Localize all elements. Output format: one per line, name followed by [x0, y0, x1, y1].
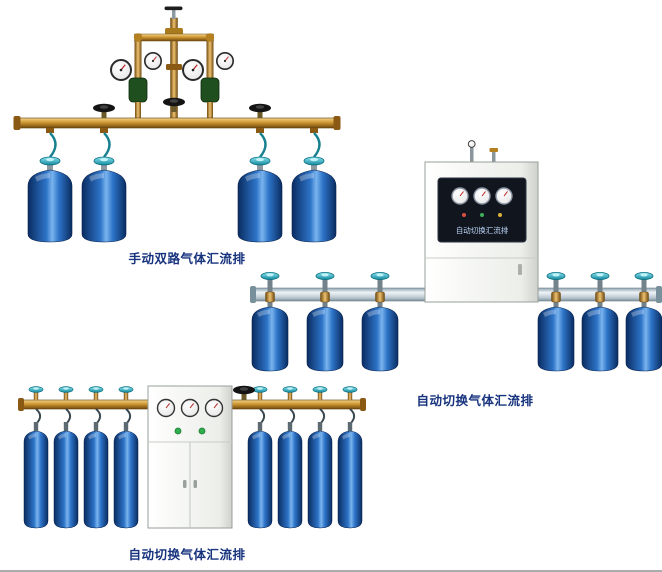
cabinet-door-handle: [183, 480, 187, 488]
auto-switching-manifold-illustration: 自动切换汇流排: [250, 140, 662, 372]
cylinder-valve-handwheel: [282, 386, 298, 401]
cylinder-valve-handwheel: [118, 386, 134, 401]
auto-switching-manifold-row-illustration: [18, 385, 366, 529]
cylinder-valve-handwheel: [58, 386, 74, 401]
cabinet-panel-label: 自动切换汇流排: [456, 225, 509, 235]
cabinet-door-handle: [518, 264, 522, 275]
gas-cylinder: [27, 156, 73, 243]
figure-caption: 自动切换气体汇流排: [416, 393, 534, 408]
gas-cylinder: [113, 421, 139, 529]
cylinder-drop-fittings: [46, 128, 321, 158]
manifold-header-pipe: [13, 116, 341, 130]
control-cabinet: [147, 385, 233, 529]
control-cabinet: 自动切换汇流排: [424, 161, 539, 303]
figure-caption: 自动切换气体汇流排: [128, 547, 246, 562]
cylinder-valve-handwheel: [88, 386, 104, 401]
gas-cylinder: [537, 271, 575, 372]
pigtail-hose: [313, 132, 321, 158]
cylinder-valve-handwheel: [342, 386, 358, 401]
mini-gauge: [467, 140, 476, 148]
cylinder-valve-handwheel: [312, 386, 328, 401]
shutoff-valve-handwheel: [163, 97, 185, 112]
page-bottom-rule: [0, 570, 662, 572]
shutoff-valve-handwheel: [249, 103, 271, 118]
gas-cylinder: [277, 421, 303, 529]
gas-cylinder: [251, 271, 289, 372]
gas-cylinder: [581, 271, 619, 372]
pressure-gauge: [215, 51, 235, 71]
gas-cylinder: [337, 421, 363, 529]
pressure-gauge: [110, 59, 132, 81]
shutoff-valve-handwheel: [233, 385, 255, 400]
cabinet-door-handle: [193, 480, 197, 488]
gas-cylinder: [361, 271, 399, 372]
indicator-light: [498, 213, 502, 217]
figure-auto-switching-manifold-row: 自动切换气体汇流排: [16, 376, 370, 563]
cylinder-valve-handwheel: [252, 386, 268, 401]
pressure-gauge: [182, 59, 204, 81]
pigtail-hose: [103, 132, 111, 158]
figure-manual-dual-manifold: 手动双路气体汇流排: [12, 6, 342, 267]
pressure-gauge: [143, 51, 163, 71]
manual-dual-manifold-illustration: [13, 6, 341, 243]
shutoff-valve-handwheel: [93, 103, 115, 118]
pigtail-hose: [259, 132, 267, 158]
gas-cylinder: [307, 421, 333, 529]
gas-cylinder: [247, 421, 273, 529]
indicator-light: [462, 213, 466, 217]
gas-cylinder: [53, 421, 79, 529]
indicator-light: [480, 213, 484, 217]
pressure-regulator-station: [110, 51, 163, 120]
gas-cylinder: [83, 421, 109, 529]
cylinder-valve-handwheel: [28, 386, 44, 401]
cabinet-inlet-pipes: [467, 140, 498, 164]
pigtail-hose: [49, 132, 57, 158]
indicator-light: [174, 427, 182, 435]
gas-cylinder: [23, 421, 49, 529]
figure-caption: 手动双路气体汇流排: [128, 251, 246, 266]
gas-cylinder: [81, 156, 127, 243]
figure-auto-switching-manifold-cabinet: 自动切换汇流排 自动切换气体汇流排: [250, 140, 662, 409]
gas-cylinder: [306, 271, 344, 372]
distribution-arm-pipe: [133, 33, 215, 60]
pressure-regulator-station: [182, 51, 235, 120]
indicator-light: [198, 427, 206, 435]
top-valve-handle: [164, 6, 183, 11]
